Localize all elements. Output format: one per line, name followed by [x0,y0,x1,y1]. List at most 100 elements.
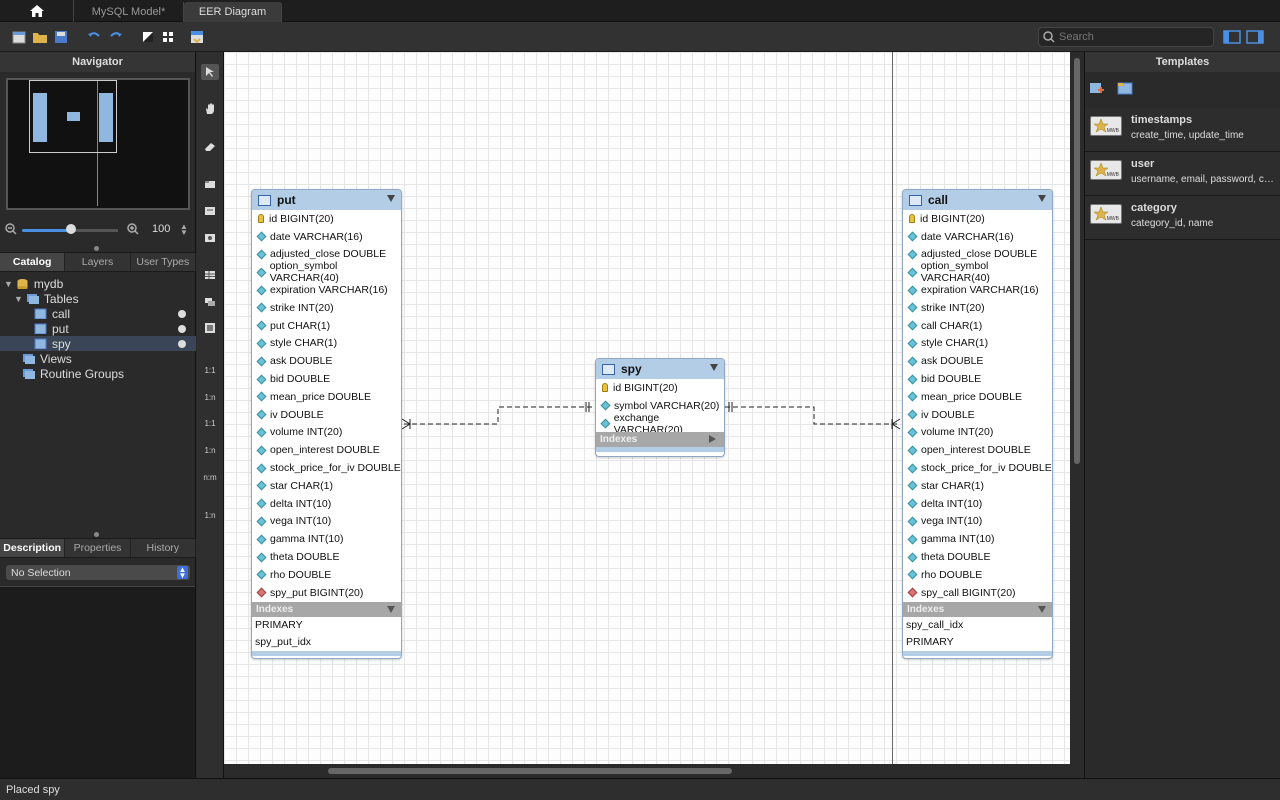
column-row[interactable]: date VARCHAR(16) [252,228,401,246]
column-row[interactable]: put CHAR(1) [252,317,401,335]
table-header[interactable]: put [252,190,401,210]
tab-mysql-model[interactable]: MySQL Model* [74,2,184,22]
column-row[interactable]: stock_price_for_iv DOUBLE [903,459,1052,477]
search-field[interactable] [1038,27,1214,47]
column-row[interactable]: strike INT(20) [903,299,1052,317]
indexes-header[interactable]: Indexes [252,601,401,617]
index-row[interactable]: PRIMARY [906,636,954,649]
tree-schema-mydb[interactable]: ▼ mydb [0,276,196,291]
tree-table-spy[interactable]: spy [0,336,196,351]
index-row[interactable]: PRIMARY [255,619,303,632]
column-row[interactable]: id BIGINT(20) [252,210,401,228]
horizontal-scrollbar[interactable] [224,764,1070,778]
vertical-scrollbar[interactable] [1070,52,1084,764]
tab-eer-diagram[interactable]: EER Diagram [184,2,282,22]
redo-button[interactable] [106,27,126,47]
column-row[interactable]: call CHAR(1) [903,317,1052,335]
column-row[interactable]: vega INT(10) [252,513,401,531]
description-text-area[interactable] [0,586,195,778]
index-row[interactable]: spy_put_idx [255,636,312,649]
indexes-header[interactable]: Indexes [903,601,1052,617]
column-row[interactable]: bid DOUBLE [252,370,401,388]
tree-routine-groups[interactable]: Routine Groups [0,366,196,381]
relationship-n-m-tool[interactable]: n:m [203,473,217,482]
column-row[interactable]: option_symbol VARCHAR(40) [252,260,401,284]
table-tool[interactable] [201,267,219,283]
column-row[interactable]: adjusted_close DOUBLE [903,246,1052,264]
save-button[interactable] [51,27,71,47]
table-put[interactable]: put id BIGINT(20)date VARCHAR(16)adjuste… [251,189,402,659]
toggle-grid-button[interactable] [138,27,158,47]
tab-properties[interactable]: Properties [65,539,131,557]
relationship-1-n-nonidentifying-tool[interactable]: 1:n [204,446,216,455]
tab-layers[interactable]: Layers [65,253,131,271]
column-row[interactable]: adjusted_close DOUBLE [252,246,401,264]
align-grid-button[interactable] [158,27,178,47]
home-button[interactable] [0,0,74,22]
column-row[interactable]: id BIGINT(20) [903,210,1052,228]
tab-catalog[interactable]: Catalog [0,253,66,271]
tab-user-types[interactable]: User Types [131,253,196,271]
layer-tool[interactable] [201,176,219,192]
column-row[interactable]: gamma INT(10) [252,530,401,548]
column-row[interactable]: rho DOUBLE [252,566,401,584]
column-row[interactable]: ask DOUBLE [252,352,401,370]
column-row[interactable]: spy_call BIGINT(20) [903,584,1052,602]
relationship-1-n-tool[interactable]: 1:n [204,393,216,402]
search-input[interactable] [1059,31,1199,43]
routine-group-tool[interactable] [201,320,219,336]
column-row[interactable]: option_symbol VARCHAR(40) [903,260,1052,284]
column-row[interactable]: expiration VARCHAR(16) [252,281,401,299]
view-tool[interactable] [201,294,219,310]
tab-description[interactable]: Description [0,539,66,557]
column-row[interactable]: ask DOUBLE [903,352,1052,370]
tree-views[interactable]: Views [0,351,196,366]
collapse-icon[interactable] [1038,605,1046,613]
column-row[interactable]: mean_price DOUBLE [252,388,401,406]
template-folder-button[interactable] [1117,80,1135,98]
column-row[interactable]: style CHAR(1) [903,335,1052,353]
export-button[interactable] [187,27,207,47]
column-row[interactable]: star CHAR(1) [252,477,401,495]
column-row[interactable]: mean_price DOUBLE [903,388,1052,406]
column-row[interactable]: style CHAR(1) [252,335,401,353]
column-row[interactable]: gamma INT(10) [903,530,1052,548]
disclosure-icon[interactable]: ▼ [4,278,13,289]
column-row[interactable]: exchange VARCHAR(20) [596,412,724,436]
column-row[interactable]: delta INT(10) [903,495,1052,513]
column-row[interactable]: spy_put BIGINT(20) [252,584,401,602]
disclosure-icon[interactable]: ▼ [14,293,23,304]
column-row[interactable]: date VARCHAR(16) [903,228,1052,246]
column-row[interactable]: id BIGINT(20) [596,379,724,397]
zoom-slider-knob[interactable] [66,224,76,234]
select-tool[interactable] [201,64,219,80]
selection-dropdown[interactable]: No Selection ▲▼ [6,565,190,580]
column-row[interactable]: iv DOUBLE [252,406,401,424]
zoom-out-icon[interactable] [4,222,18,236]
column-row[interactable]: open_interest DOUBLE [252,441,401,459]
collapse-icon[interactable] [1038,195,1046,202]
hand-tool[interactable] [201,101,219,117]
column-row[interactable]: volume INT(20) [903,424,1052,442]
column-row[interactable]: iv DOUBLE [903,406,1052,424]
zoom-in-icon[interactable] [126,222,140,236]
table-header[interactable]: spy [596,359,724,379]
expand-icon[interactable] [709,435,716,444]
column-row[interactable]: vega INT(10) [903,513,1052,531]
note-tool[interactable] [201,203,219,219]
tab-history[interactable]: History [131,539,196,557]
table-call[interactable]: call id BIGINT(20)date VARCHAR(16)adjust… [902,189,1053,659]
undo-button[interactable] [84,27,104,47]
column-row[interactable]: expiration VARCHAR(16) [903,281,1052,299]
column-row[interactable]: symbol VARCHAR(20) [596,397,724,415]
navigator-minimap[interactable] [6,78,190,210]
eraser-tool[interactable] [201,139,219,155]
relationship-1-1-tool[interactable]: 1:1 [204,366,216,375]
relationship-1-1-nonidentifying-tool[interactable]: 1:1 [204,419,216,428]
toggle-sidebar-button[interactable] [1222,27,1242,47]
index-row[interactable]: spy_call_idx [906,619,964,632]
scrollbar-thumb[interactable] [1074,58,1080,464]
tree-tables[interactable]: ▼ Tables [0,291,196,306]
